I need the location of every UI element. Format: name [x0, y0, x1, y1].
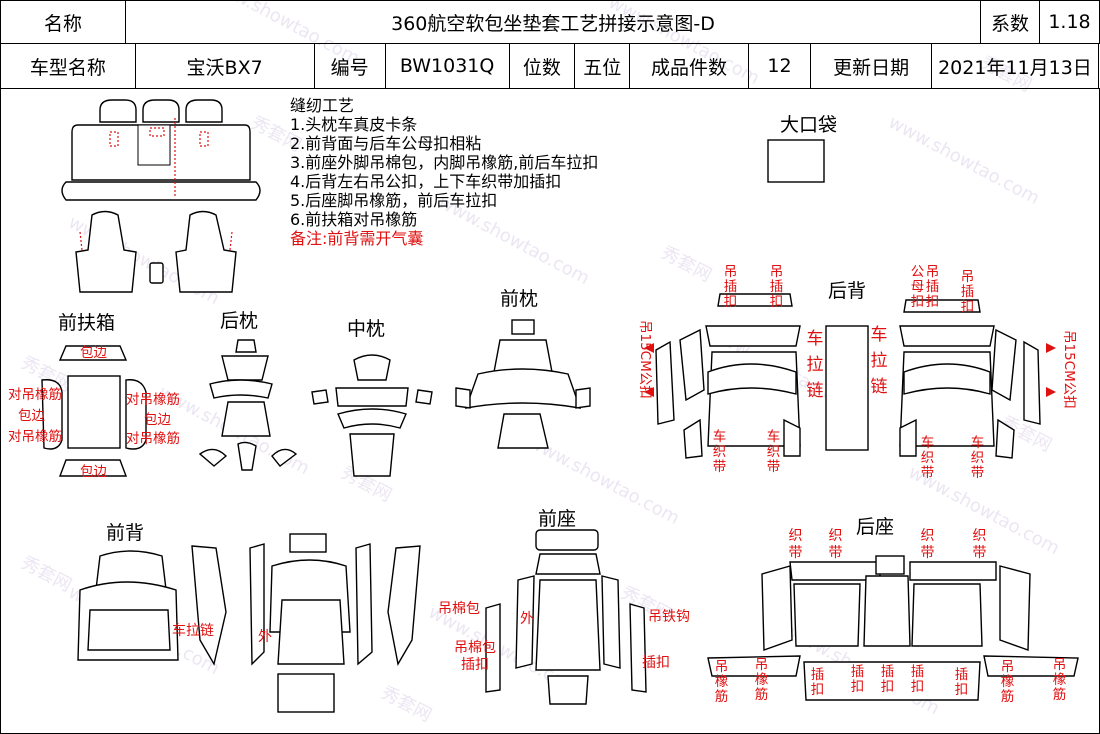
rear-seat-strap-note: 织带 [920, 528, 935, 561]
date-label: 更新日期 [810, 43, 932, 89]
note-item: 1.头枕车真皮卡条 [290, 115, 418, 134]
rear-back-side-note: 吊15CM公扣 [637, 320, 653, 399]
front-seat-buckle-note: 插扣 [642, 655, 670, 671]
rear-seat-bottom-note: 吊橡筋 [754, 657, 769, 703]
front-back-pieces [77, 533, 421, 713]
front-seat-overview [75, 210, 237, 293]
front-seat-cotton-note: 吊棉包 [438, 601, 480, 617]
rear-seat-bottom-note: 插扣 [954, 667, 969, 698]
front-seat-label: 前座 [538, 508, 577, 530]
front-armrest-pieces [41, 345, 147, 477]
rear-seat-overview [61, 99, 261, 201]
middle-pillow-pieces [311, 354, 433, 477]
rear-seat-bottom-note: 插扣 [810, 667, 825, 698]
rear-back-left-pieces [655, 293, 801, 459]
rear-seat-bottom-note: 插扣 [910, 664, 925, 695]
coefficient-value: 1.18 [1039, 0, 1100, 44]
armrest-edge-note: 包边 [80, 464, 107, 480]
sheet-title: 360航空软包坐垫套工艺拼接示意图-D [125, 0, 981, 44]
name-label: 名称 [0, 0, 126, 44]
rear-seat-bottom-note: 吊橡筋 [1052, 657, 1067, 703]
rear-seat-strap-note: 织带 [828, 528, 843, 561]
notes-heading: 缝纫工艺 [290, 96, 355, 115]
armrest-elastic-note: 对吊橡筋 [126, 431, 180, 447]
armrest-elastic-note: 对吊橡筋 [126, 392, 180, 408]
rear-seat-label: 后座 [856, 516, 895, 538]
rear-seat-bottom-note: 吊橡筋 [1000, 659, 1015, 705]
front-back-zipper-note: 车拉链 [172, 623, 214, 639]
rear-back-strap-note: 车织带 [712, 429, 727, 475]
seats-label: 位数 [508, 43, 576, 89]
rear-pillow-label: 后枕 [220, 310, 259, 332]
front-back-outer-note: 外 [258, 629, 272, 645]
front-seat-hook-note: 吊铁钩 [648, 609, 690, 625]
armrest-elastic-note: 对吊橡筋 [8, 387, 62, 403]
big-pocket-shape [767, 139, 825, 183]
front-pillow-label: 前枕 [500, 288, 539, 310]
front-seat-pieces [485, 529, 647, 705]
note-item: 3.前座外脚吊棉包，内脚吊橡筋,前后车拉扣 [290, 153, 599, 172]
front-seat-cotton-buckle-note: 吊棉包插扣 [454, 640, 496, 673]
armrest-elastic-note: 对吊橡筋 [8, 429, 62, 445]
pieces-value: 12 [747, 43, 812, 89]
rear-back-strap-note: 车织带 [766, 429, 781, 475]
note-item: 6.前扶箱对吊橡筋 [290, 210, 418, 229]
rear-back-buckle-note: 吊插扣 [723, 264, 738, 310]
rear-seat-pieces [707, 555, 1079, 701]
rear-back-zipper-note: 车拉链 [806, 329, 824, 401]
note-item: 2.前背面与后车公母扣相粘 [290, 134, 482, 153]
note-remark: 备注:前背需开气囊 [290, 229, 424, 248]
front-armrest-label: 前扶箱 [58, 312, 116, 334]
rear-back-buckle-note: 吊插扣 [925, 264, 940, 310]
note-item: 5.后座脚吊橡筋，前后车拉扣 [290, 191, 498, 210]
big-pocket-label: 大口袋 [780, 114, 838, 136]
rear-seat-bottom-note: 吊橡筋 [714, 659, 729, 705]
rear-seat-bottom-note: 插扣 [850, 664, 865, 695]
rear-back-snap-note: 公母扣 [910, 264, 925, 310]
rear-back-zipper-note: 车拉链 [870, 325, 888, 397]
front-seat-outer-note: 外 [520, 611, 534, 627]
front-pillow-pieces [455, 319, 591, 449]
rear-pillow-pieces [198, 339, 298, 471]
code-value: BW1031Q [384, 43, 510, 89]
code-label: 编号 [313, 43, 386, 89]
seats-value: 五位 [574, 43, 631, 89]
date-value: 2021年11月13日 [930, 43, 1100, 89]
front-back-label: 前背 [106, 522, 145, 544]
middle-pillow-label: 中枕 [347, 318, 386, 340]
rear-back-strap-note: 车织带 [970, 435, 985, 481]
rear-seat-bottom-note: 插扣 [880, 664, 895, 695]
rear-back-side-note: 吊15CM公扣 [1061, 330, 1077, 409]
armrest-edge-note: 包边 [144, 412, 171, 428]
header-table: 名称 360航空软包坐垫套工艺拼接示意图-D 系数 1.18 [0, 0, 1100, 44]
note-item: 4.后背左右吊公扣，上下车织带加插扣 [290, 172, 562, 191]
rear-seat-strap-note: 织带 [972, 528, 987, 561]
pieces-label: 成品件数 [629, 43, 749, 89]
rear-back-right-pieces [899, 299, 1041, 459]
rear-back-buckle-note: 吊插扣 [960, 269, 975, 315]
armrest-edge-note: 包边 [18, 408, 45, 424]
rear-back-strap-note: 车织带 [920, 435, 935, 481]
sewing-notes: 缝纫工艺 1.头枕车真皮卡条 2.前背面与后车公母扣相粘 3.前座外脚吊棉包，内… [290, 96, 598, 248]
rear-back-middle-piece [825, 325, 869, 451]
rear-back-label: 后背 [828, 280, 867, 302]
armrest-edge-note: 包边 [80, 345, 107, 361]
header-table-row2: 车型名称 宝沃BX7 编号 BW1031Q 位数 五位 成品件数 12 更新日期… [0, 43, 1100, 89]
rear-seat-strap-note: 织带 [788, 528, 803, 561]
rear-back-buckle-note: 吊插扣 [769, 264, 784, 310]
